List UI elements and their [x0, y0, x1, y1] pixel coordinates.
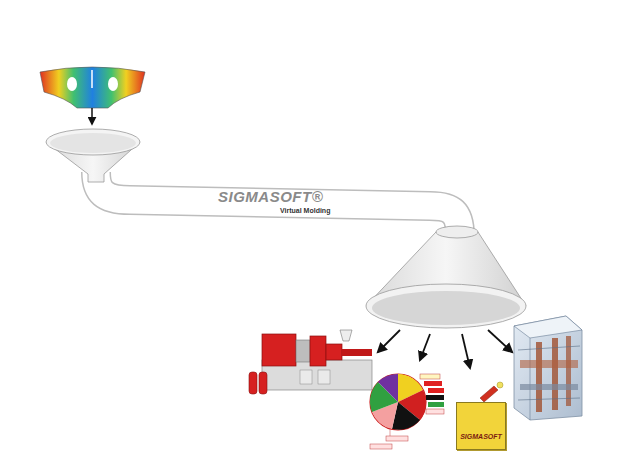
- pie-chart: [370, 374, 444, 449]
- molding-machine: [249, 330, 372, 394]
- pipe: [96, 172, 460, 236]
- icon-text: SIGMASOFT: [460, 433, 502, 441]
- software-icon: SIGMASOFT: [456, 402, 506, 450]
- logo-text: SIGMASOFT®: [218, 189, 323, 206]
- subtitle-text: Virtual Molding: [280, 207, 330, 215]
- simulation-part: [40, 67, 145, 108]
- output-arrows: [378, 330, 512, 368]
- mold-model: [514, 316, 582, 420]
- large-funnel: [366, 226, 526, 328]
- input-arrow: [91, 108, 93, 124]
- small-funnel: [46, 129, 140, 182]
- icon-pencil: [480, 382, 503, 402]
